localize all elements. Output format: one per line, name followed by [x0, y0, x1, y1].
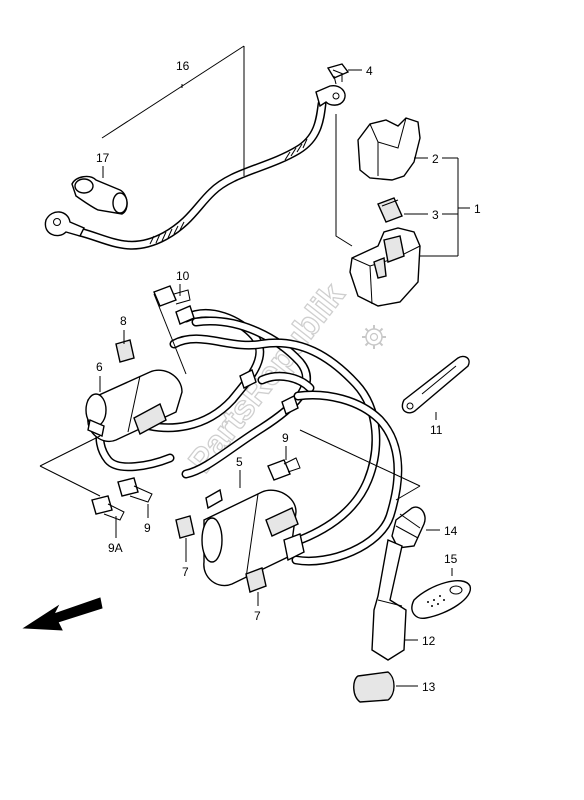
callout-17: 17 [96, 151, 110, 165]
arrow-icon [22, 597, 103, 631]
callout-10: 10 [176, 269, 190, 283]
terminal-boot [71, 175, 128, 215]
ignition-coil-lower [201, 488, 305, 587]
ht-leads [95, 305, 403, 566]
callout-7-left: 7 [182, 565, 189, 579]
callout-6: 6 [96, 360, 103, 374]
battery-lead-assembly [44, 85, 346, 250]
callout-12: 12 [422, 634, 436, 648]
callout-15: 15 [444, 552, 458, 566]
callout-7-right: 7 [254, 609, 261, 623]
starter-relay-assembly [335, 114, 421, 307]
ignition-coil-upper [85, 369, 183, 443]
callout-3: 3 [432, 208, 439, 222]
callout-11: 11 [430, 423, 443, 437]
callout-4: 4 [366, 64, 373, 78]
callout-2: 2 [432, 152, 439, 166]
callout-9-right: 9 [282, 431, 289, 445]
callouts: 16 17 4 2 3 1 10 8 6 9 5 9 9A 7 7 11 14 … [96, 59, 481, 694]
bracket [401, 355, 470, 414]
bolts [91, 285, 301, 521]
plug-cap-assembly [353, 506, 471, 703]
callout-5: 5 [236, 455, 243, 469]
callout-14: 14 [444, 524, 458, 538]
callout-9-bottom: 9 [144, 521, 151, 535]
callout-13: 13 [422, 680, 436, 694]
collars [115, 339, 267, 593]
leader-lines [39, 45, 470, 687]
screw [326, 63, 350, 85]
callout-8: 8 [120, 314, 127, 328]
callout-9A: 9A [108, 541, 123, 555]
callout-16: 16 [176, 59, 190, 73]
gear-icon [362, 325, 386, 349]
callout-1: 1 [474, 202, 481, 216]
